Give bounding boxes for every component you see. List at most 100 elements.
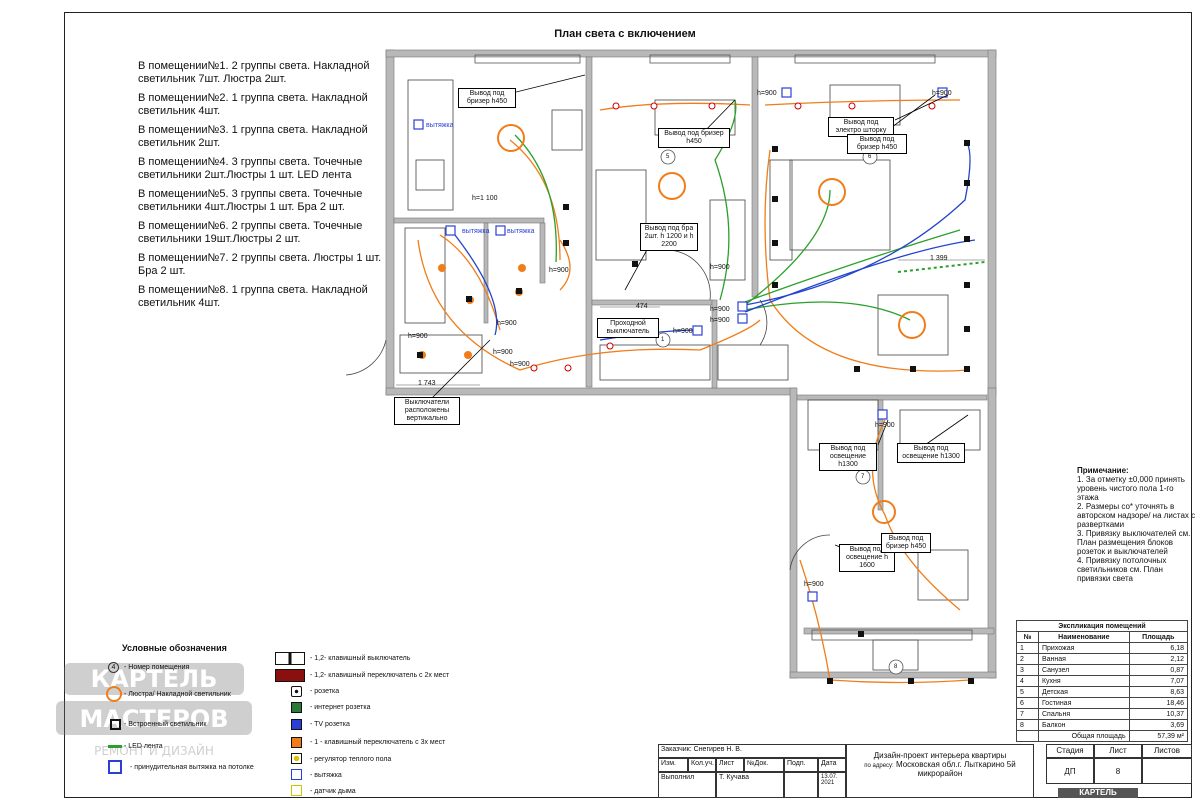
sheets-value: [1142, 758, 1192, 784]
hood-label: вытяжка: [462, 228, 490, 235]
page-title: План света с включением: [554, 28, 696, 40]
title-block: Заказчик: Снегирев Н. В. Изм. Кол.уч. Ли…: [658, 744, 1192, 798]
sheet-value: 8: [1094, 758, 1142, 784]
smoke-detector-icon: [291, 785, 302, 796]
legend-label: - LED лента: [124, 743, 163, 750]
room-note: В помещении№6. 2 группы света. Точечные …: [138, 220, 363, 245]
height-label: h=900: [932, 90, 952, 97]
legend-label: - Номер помещения: [124, 664, 190, 671]
legend-label: - TV розетка: [310, 721, 350, 728]
column-header: Наименование: [1037, 631, 1130, 643]
legend-label: - 1 - клавишный переключатель с 3х мест: [310, 739, 446, 746]
stage-value: ДП: [1046, 758, 1094, 784]
room-notes: В помещении№1. 2 группы света. Накладной…: [138, 60, 383, 316]
height-label: h=900: [710, 306, 730, 313]
room-number: 5: [666, 154, 670, 160]
explication-title: Экспликация помещений: [1016, 620, 1188, 632]
svg-text:МАСТЕРОВ: МАСТЕРОВ: [79, 705, 228, 733]
height-label: h=900: [804, 581, 824, 588]
remarks: Примечание: 1. За отметку ±0,000 принять…: [1077, 466, 1197, 583]
light-out-label: Вывод под освещение h1300: [897, 443, 965, 463]
room-note: В помещении№5. 3 группы света. Точечные …: [138, 188, 363, 213]
room-number: 6: [868, 154, 872, 160]
legend-label: - интернет розетка: [310, 704, 371, 711]
legend-label: - Встроенный светильник: [124, 721, 207, 728]
passthrough-switch-label: Проходной выключатель: [597, 318, 659, 338]
room-note: В помещении№4. 3 группы света. Точечные …: [138, 156, 363, 181]
hood-label: вытяжка: [507, 228, 535, 235]
breezer-label: Вывод под бризер h450: [658, 128, 730, 148]
floor-heat-icon: [291, 753, 302, 764]
performer-label: Выполнил: [658, 772, 716, 798]
svg-text:РЕМОНТ И ДИЗАЙН: РЕМОНТ И ДИЗАЙН: [94, 743, 214, 758]
drawing-frame: [64, 12, 1192, 798]
switches-note: Выключатели расположены вертикально: [394, 397, 460, 425]
remark-item: 2. Размеры со* уточнять в авторском надз…: [1077, 502, 1196, 529]
legend-label: - регулятор теплого пола: [310, 756, 392, 763]
room-number-icon: 4: [108, 662, 119, 673]
corner-logo: КАРТЕЛЬ: [1058, 788, 1138, 798]
dimension-label: 474: [636, 303, 648, 310]
tv-socket-icon: [291, 719, 302, 730]
room-number: 7: [861, 474, 865, 480]
explication-table: Экспликация помещений № Наименование Пло…: [1016, 620, 1189, 742]
legend-label: - вытяжка: [310, 772, 342, 779]
room-note: В помещении№1. 2 группы света. Накладной…: [138, 60, 370, 85]
room-note: В помещении№3. 1 группа света. Накладной…: [138, 124, 368, 149]
remarks-heading: Примечание:: [1077, 466, 1129, 475]
legend-label: - 1,2- клавишный переключатель с 2х мест: [310, 672, 450, 679]
height-label: h=900: [549, 267, 569, 274]
ceiling-fan-icon: [108, 760, 122, 774]
legend-label: - принудительная вытяжка на потолке: [130, 764, 254, 771]
room-note: В помещении№2. 1 группа света. Накладной…: [138, 92, 368, 117]
height-label: h=900: [493, 349, 513, 356]
bra-label: Вывод под бра 2шт. h 1200 и h 2200: [640, 223, 698, 251]
dimension-label: 1 399: [930, 255, 948, 262]
hood-icon: [291, 769, 302, 780]
height-label: h=900: [673, 328, 693, 335]
internet-socket-icon: [291, 702, 302, 713]
legend-label: - 1,2- клавишный выключатель: [310, 655, 411, 662]
column-header: №: [1016, 631, 1039, 643]
customer: Заказчик: Снегирев Н. В.: [658, 744, 846, 758]
column-header: Площадь: [1128, 631, 1189, 643]
height-label: h=900: [497, 320, 517, 327]
legend-label: - датчик дыма: [310, 788, 356, 795]
legend-title: Условные обозначения: [122, 643, 227, 653]
recessed-light-icon: [110, 719, 121, 730]
hood-label: вытяжка: [426, 122, 454, 129]
room-note: В помещении№8. 1 группа света. Накладной…: [138, 284, 368, 309]
date: 13.07. 2021: [818, 772, 846, 798]
remark-item: 3. Привязку выключателей см. План размещ…: [1077, 529, 1191, 556]
height-label: h=900: [408, 333, 428, 340]
breezer-label: Вывод под бризер h450: [458, 88, 516, 108]
breezer-label: Вывод под бризер h450: [847, 134, 907, 154]
chandelier-icon: [106, 686, 122, 702]
light-out-label: Вывод под освещение h1300: [819, 443, 877, 471]
dimension-label: 1 743: [418, 380, 436, 387]
remark-item: 4. Привязку потолочных светильников см. …: [1077, 556, 1167, 583]
performer: Т. Кучава: [716, 772, 784, 798]
height-label: h=900: [757, 90, 777, 97]
led-strip-icon: [108, 745, 122, 748]
switch-1-2-icon: [275, 652, 305, 665]
height-label: h=900: [875, 422, 895, 429]
breezer-label: Вывод под бризер h450: [881, 533, 931, 553]
legend-label: - Люстра/ Накладной светильник: [124, 691, 231, 698]
switch-3place-icon: [291, 737, 302, 748]
switch-2place-icon: [275, 669, 305, 682]
room-number: 8: [894, 664, 898, 670]
legend-label: - розетка: [310, 688, 340, 695]
height-label: h=1 100: [472, 195, 498, 202]
height-label: h=900: [510, 361, 530, 368]
room-note: В помещении№7. 2 группы света. Люстры 1 …: [138, 252, 382, 277]
height-label: h=900: [710, 317, 730, 324]
